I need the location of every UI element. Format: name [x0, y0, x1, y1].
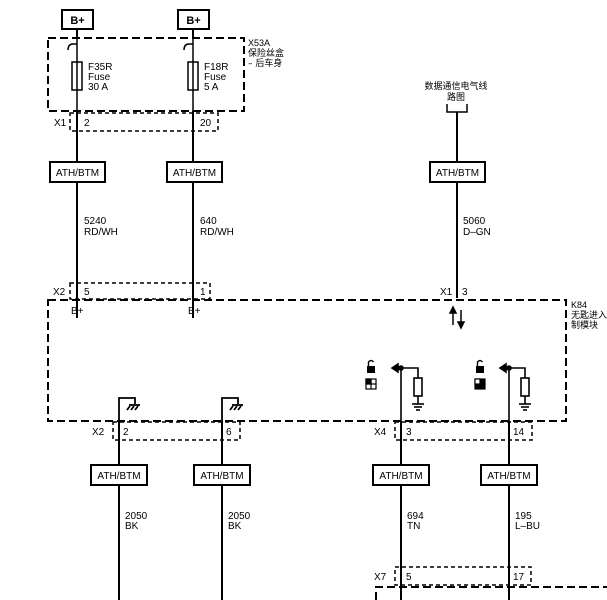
- svg-text:3: 3: [462, 287, 468, 298]
- svg-text:L–BU: L–BU: [515, 521, 540, 532]
- svg-text:ATH/BTM: ATH/BTM: [379, 471, 422, 482]
- svg-text:TN: TN: [407, 521, 420, 532]
- svg-text:6: 6: [226, 427, 232, 438]
- svg-text:1: 1: [200, 287, 206, 298]
- svg-text:5240: 5240: [84, 216, 107, 227]
- fuse-box-connector-x1: X1 2 20: [54, 112, 219, 132]
- svg-text:B+: B+: [186, 15, 200, 27]
- bidirectional-data-arrows-icon: [448, 305, 466, 330]
- door-handle-icon: [474, 378, 486, 390]
- svg-text:BK: BK: [228, 521, 242, 532]
- module-connector-x2-bottom: X2 2 6: [92, 421, 241, 441]
- fuse-f35r: F35R Fuse 30 A: [67, 38, 112, 111]
- fuse-box-desc-2: – 后车身: [248, 57, 282, 69]
- ground-icon-right: [221, 397, 243, 421]
- svg-text:X1: X1: [54, 118, 67, 129]
- svg-text:2: 2: [84, 118, 90, 129]
- module-connector-x1-top: X1 3: [440, 287, 468, 298]
- svg-text:5060: 5060: [463, 216, 486, 227]
- svg-text:数据通信电气线: 数据通信电气线: [424, 80, 487, 92]
- k84-module-desc: 无匙进入: [571, 310, 607, 321]
- ath-btm-block-1: ATH/BTM: [49, 161, 106, 183]
- fuse-box-name: X53A: [248, 38, 270, 48]
- svg-text:RD/WH: RD/WH: [84, 227, 118, 238]
- unlock-icon: [367, 359, 375, 373]
- svg-text:640: 640: [200, 216, 217, 227]
- wire-label-5240: 5240 RD/WH: [84, 216, 118, 238]
- svg-text:F18R: F18R: [204, 62, 228, 73]
- wire-label-2050-b: 2050 BK: [228, 511, 251, 532]
- bplus-label-pin1: B+: [188, 306, 201, 317]
- wire-label-2050-a: 2050 BK: [125, 511, 148, 532]
- module-connector-x4-bottom: X4 3 14: [374, 421, 533, 441]
- power-label-right: B+: [177, 9, 210, 30]
- wire-label-195: 195 L–BU: [515, 511, 540, 532]
- lock-icon: [476, 359, 484, 373]
- svg-text:5 A: 5 A: [204, 82, 219, 93]
- unlock-input-circuit: [390, 362, 424, 421]
- ground-icon-left: [118, 397, 140, 421]
- svg-text:X7: X7: [374, 572, 387, 583]
- ath-btm-block-2: ATH/BTM: [166, 161, 223, 183]
- svg-text:X2: X2: [92, 427, 105, 438]
- power-label-left: B+: [61, 9, 94, 30]
- svg-text:Fuse: Fuse: [204, 72, 227, 83]
- ath-btm-block-6: ATH/BTM: [372, 464, 430, 486]
- svg-text:30 A: 30 A: [88, 82, 108, 93]
- wire-label-694: 694 TN: [407, 511, 424, 532]
- svg-text:5: 5: [84, 287, 90, 298]
- svg-text:X4: X4: [374, 427, 387, 438]
- svg-text:3: 3: [406, 427, 412, 438]
- svg-text:ATH/BTM: ATH/BTM: [97, 471, 140, 482]
- svg-text:2050: 2050: [125, 511, 148, 522]
- svg-text:ATH/BTM: ATH/BTM: [487, 471, 530, 482]
- svg-text:2050: 2050: [228, 511, 251, 522]
- svg-text:路图: 路图: [447, 91, 465, 103]
- svg-text:BK: BK: [125, 521, 139, 532]
- ath-btm-block-7: ATH/BTM: [480, 464, 538, 486]
- svg-text:ATH/BTM: ATH/BTM: [436, 168, 479, 179]
- svg-text:694: 694: [407, 511, 424, 522]
- svg-text:Fuse: Fuse: [88, 72, 111, 83]
- svg-text:RD/WH: RD/WH: [200, 227, 234, 238]
- fuse-f18r: F18R Fuse 5 A: [183, 38, 228, 111]
- svg-text:14: 14: [513, 427, 525, 438]
- svg-text:D–GN: D–GN: [463, 227, 491, 238]
- svg-text:B+: B+: [70, 15, 84, 27]
- svg-text:ATH/BTM: ATH/BTM: [56, 168, 99, 179]
- svg-text:5: 5: [406, 572, 412, 583]
- svg-text:20: 20: [200, 118, 212, 129]
- wire-label-5060: 5060 D–GN: [463, 216, 491, 238]
- bplus-label-pin5: B+: [71, 306, 84, 317]
- lock-input-circuit: [498, 362, 531, 421]
- door-switch-icon: [365, 378, 377, 390]
- wire-lines: [76, 111, 458, 318]
- svg-text:195: 195: [515, 511, 532, 522]
- fuse-box-outline: [47, 37, 245, 112]
- svg-text:17: 17: [513, 572, 525, 583]
- svg-text:ATH/BTM: ATH/BTM: [173, 168, 216, 179]
- k84-module-name: K84: [571, 300, 587, 310]
- connector-x7: X7 5 17: [374, 566, 607, 600]
- svg-text:F35R: F35R: [88, 62, 112, 73]
- wire-label-640: 640 RD/WH: [200, 216, 234, 238]
- k84-module-outline: [47, 299, 567, 422]
- bottom-wire-lines: [118, 421, 510, 600]
- data-comm-reference: 数据通信电气线 路图: [424, 80, 488, 113]
- svg-text:X1: X1: [440, 287, 453, 298]
- ath-btm-block-3: ATH/BTM: [429, 161, 486, 183]
- ath-btm-block-5: ATH/BTM: [193, 464, 251, 486]
- k84-module-desc-2: 制模块: [571, 319, 598, 331]
- svg-text:2: 2: [123, 427, 129, 438]
- svg-text:X2: X2: [53, 287, 66, 298]
- ath-btm-block-4: ATH/BTM: [90, 464, 148, 486]
- svg-text:ATH/BTM: ATH/BTM: [200, 471, 243, 482]
- fuse-box-desc: 保险丝盒: [248, 47, 284, 59]
